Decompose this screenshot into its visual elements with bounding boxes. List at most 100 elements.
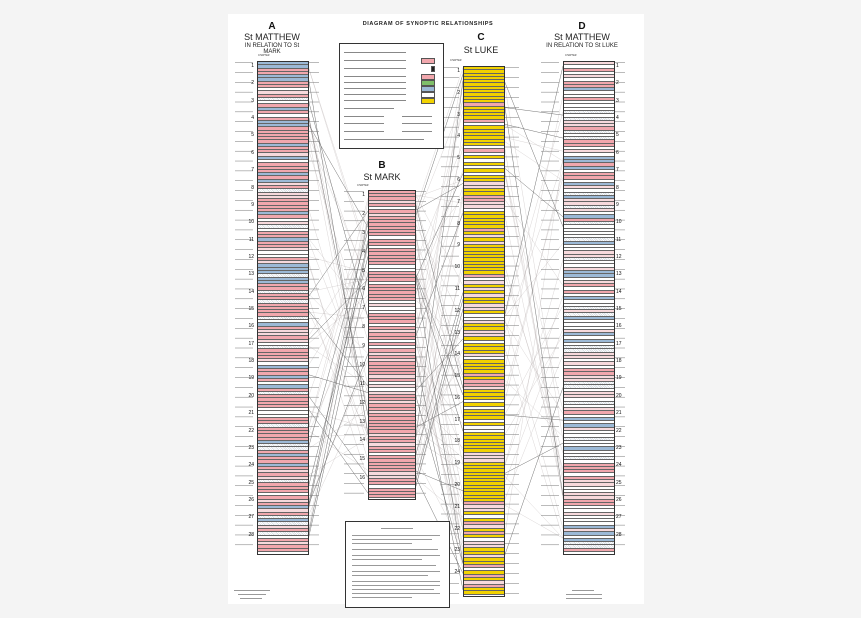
pericope-cell — [564, 457, 614, 461]
pericope-cell — [464, 353, 504, 358]
pericope-cell — [369, 191, 415, 195]
pericope-cell — [369, 391, 415, 395]
pericope-cell — [369, 385, 415, 389]
pericope-cell — [258, 333, 308, 337]
pericope-cell — [464, 83, 504, 87]
pericope-cell — [464, 462, 504, 466]
pericope-cell — [464, 350, 504, 354]
pericope-cell — [369, 294, 415, 298]
pericope-cell — [258, 532, 308, 536]
pericope-cell — [464, 235, 504, 239]
pericope-cell — [464, 198, 504, 203]
pericope-cell — [369, 469, 415, 473]
pericope-cell — [564, 411, 614, 415]
pericope-cell — [258, 450, 308, 454]
pericope-cell — [369, 472, 415, 476]
chapter-number: 15 — [616, 306, 622, 312]
pericope-cell — [258, 385, 308, 389]
chapter-number: 10 — [454, 264, 460, 271]
pericope-cell — [464, 541, 504, 546]
chapter-number: 3 — [251, 97, 254, 104]
column-c-name: St LUKE — [463, 45, 499, 55]
parallel-link-line — [413, 308, 464, 494]
parallel-link-line — [413, 269, 464, 396]
pericope-cell — [464, 367, 504, 371]
chapter-number: 4 — [251, 115, 254, 122]
parallel-link-line — [502, 342, 564, 539]
pericope-cell — [258, 173, 308, 177]
pericope-cell — [464, 548, 504, 552]
pericope-cell — [464, 271, 504, 275]
pericope-cell — [464, 363, 504, 368]
pericope-cell — [258, 368, 308, 373]
parallel-link-line — [413, 196, 464, 264]
pericope-cell — [564, 499, 614, 503]
chapter-number: 8 — [251, 184, 254, 191]
pericope-cell — [564, 545, 614, 549]
pericope-cell — [564, 486, 614, 490]
pericope-cell — [564, 261, 614, 265]
chapter-number: 18 — [616, 358, 622, 365]
pericope-cell — [258, 431, 308, 435]
pericope-cell — [258, 395, 308, 399]
pericope-cell — [258, 427, 308, 432]
pericope-cell — [369, 475, 415, 479]
parallel-link-line — [413, 220, 464, 323]
pericope-cell — [564, 238, 614, 242]
pericope-cell — [369, 320, 415, 324]
pericope-cell — [564, 453, 614, 458]
pericope-cell — [564, 130, 614, 134]
pericope-cell — [564, 101, 614, 105]
parallel-link-line — [306, 393, 369, 478]
pericope-cell — [369, 378, 415, 382]
pericope-cell — [564, 81, 614, 85]
pericope-cell — [564, 431, 614, 435]
pericope-cell — [258, 159, 308, 164]
chapter-number: 15 — [359, 456, 365, 463]
chapter-number: 14 — [359, 437, 365, 444]
chapter-number: 27 — [616, 514, 622, 521]
pericope-cell — [369, 229, 415, 234]
chapter-number: 8 — [616, 184, 619, 191]
pericope-cell — [369, 268, 415, 272]
pericope-cell — [464, 156, 504, 160]
pericope-cell — [369, 249, 415, 253]
pericope-cell — [564, 143, 614, 147]
parallel-link-line — [306, 144, 369, 341]
parallel-link-line — [502, 312, 564, 529]
parallel-link-line — [306, 353, 369, 509]
pericope-cell — [369, 310, 415, 314]
pericope-cell — [369, 427, 415, 431]
pericope-cell — [258, 489, 308, 494]
pericope-cell — [258, 506, 308, 510]
pericope-cell — [258, 466, 308, 471]
pericope-cell — [258, 463, 308, 467]
parallel-link-line — [306, 62, 369, 254]
pericope-cell — [258, 319, 308, 324]
parallel-link-line — [413, 348, 464, 471]
pericope-cell — [564, 225, 614, 229]
pericope-cell — [564, 120, 614, 125]
pericope-cell — [464, 195, 504, 199]
pericope-cell — [564, 290, 614, 294]
key-swatch — [421, 80, 435, 86]
chapter-number: 2 — [457, 89, 460, 96]
parallel-link-line — [413, 321, 464, 531]
pericope-cell — [258, 287, 308, 291]
pericope-cell — [464, 505, 504, 509]
pericope-cell — [464, 278, 504, 282]
pericope-cell — [369, 333, 415, 337]
pericope-cell — [369, 423, 415, 428]
chapter-number: 21 — [616, 410, 622, 417]
chapter-number: 5 — [457, 155, 460, 162]
parallel-link-line — [502, 94, 564, 496]
pericope-cell — [564, 359, 614, 363]
pericope-cell — [258, 182, 308, 187]
pericope-cell — [258, 297, 308, 301]
parallel-link-line — [502, 107, 564, 116]
pericope-cell — [258, 509, 308, 513]
parallel-link-line — [502, 414, 564, 421]
parallel-link-line — [413, 198, 464, 389]
column-d-subtitle: IN RELATION TO St LUKE — [546, 43, 618, 49]
pericope-cell — [369, 414, 415, 418]
